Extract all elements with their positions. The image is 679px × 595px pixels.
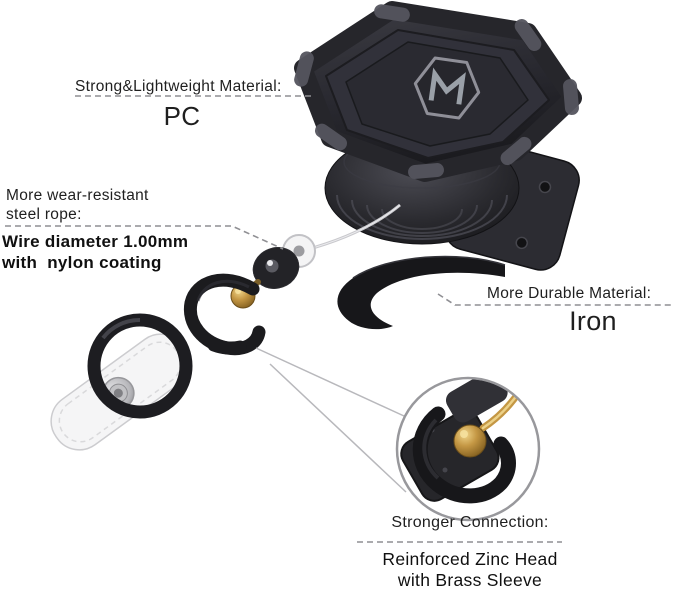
brand-logo-icon <box>413 56 481 120</box>
corner-bumpers <box>294 4 579 179</box>
rope-connector <box>5 225 284 250</box>
rope-label-line1: More wear-resistant <box>6 187 149 204</box>
connection-value-line2: with Brass Sleeve <box>397 570 543 590</box>
connection-label: Stronger Connection: <box>391 514 549 531</box>
zinc-hook <box>183 273 266 356</box>
stopper-disc <box>252 234 316 289</box>
key-ring <box>87 313 247 419</box>
rope-annotation: More wear-resistant steel rope: <box>6 186 149 224</box>
rope-label-line2: steel rope: <box>6 206 82 223</box>
iron-belt-clip <box>337 255 506 330</box>
durable-value: Iron <box>569 306 617 336</box>
rope-value-line2: with nylon coating <box>2 253 162 272</box>
rope-value: Wire diameter 1.00mm with nylon coating <box>2 231 188 273</box>
durable-label: More Durable Material: <box>487 285 652 302</box>
zoom-cone-lines <box>255 347 407 493</box>
material-value: PC <box>163 101 201 131</box>
zoom-inset <box>395 376 541 522</box>
connection-value: Reinforced Zinc Head with Brass Sleeve <box>355 549 585 591</box>
connection-value-line1: Reinforced Zinc Head <box>382 549 558 569</box>
badge-reel-shell <box>294 1 582 182</box>
durable-connector <box>437 293 673 306</box>
rope-value-line1: Wire diameter 1.00mm <box>2 232 189 251</box>
dashed-connectors <box>5 95 673 543</box>
material-label: Strong&Lightweight Material: <box>75 78 282 95</box>
